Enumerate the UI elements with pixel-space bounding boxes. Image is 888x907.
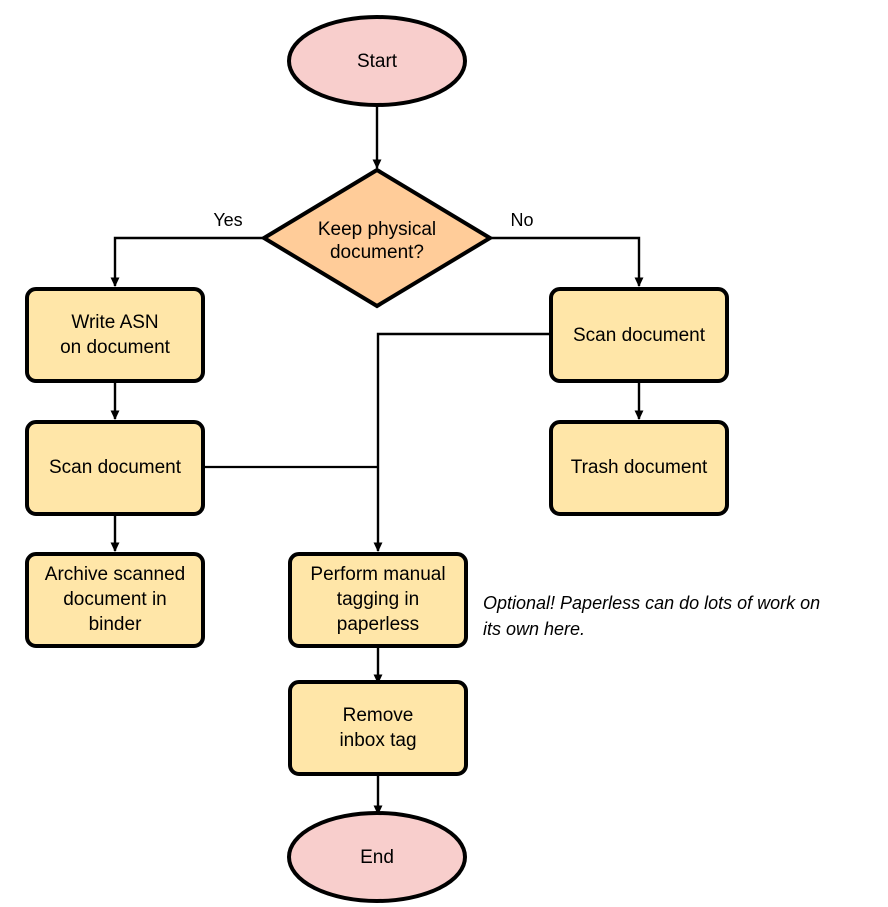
node-end[interactable]: End	[287, 811, 467, 903]
node-start[interactable]: Start	[287, 15, 467, 107]
edge-decision-no-to-scan-right	[489, 236, 644, 287]
start-ellipse	[287, 15, 467, 107]
scan-left-box	[25, 420, 205, 516]
end-ellipse	[287, 811, 467, 903]
optional-note-line2: its own here.	[483, 619, 585, 639]
tagging-label-line1: Perform manual	[310, 564, 445, 585]
decision-diamond	[260, 167, 494, 309]
end-label: End	[360, 847, 394, 868]
archive-label-line2: document in	[63, 589, 167, 610]
start-label: Start	[357, 51, 398, 72]
archive-label-line1: Archive scanned	[45, 564, 185, 585]
trash-label: Trash document	[571, 457, 708, 478]
archive-box	[25, 552, 205, 648]
edge-decision-yes-to-write-asn	[110, 236, 265, 287]
annotation-optional-note: Optional! Paperless can do lots of work …	[483, 593, 820, 639]
write-asn-label-line2: on document	[60, 337, 171, 358]
remove-inbox-box	[288, 680, 468, 776]
edge-scan-right-to-tagging	[373, 332, 552, 552]
tagging-box	[288, 552, 468, 648]
node-perform-manual-tagging[interactable]: Perform manual tagging in paperless	[288, 552, 468, 648]
write-asn-box	[25, 287, 205, 383]
node-remove-inbox-tag[interactable]: Remove inbox tag	[288, 680, 468, 776]
decision-label-line1: Keep physical	[318, 219, 436, 240]
node-scan-document-right[interactable]: Scan document	[549, 287, 729, 383]
scan-right-label: Scan document	[573, 325, 706, 346]
node-scan-document-left[interactable]: Scan document	[25, 420, 205, 516]
trash-box	[549, 420, 729, 516]
node-decision-keep-physical-document[interactable]: Keep physical document?	[260, 167, 494, 309]
edge-label-no: No	[510, 210, 533, 230]
write-asn-label-line1: Write ASN	[71, 312, 158, 333]
tagging-label-line2: tagging in	[337, 589, 419, 610]
edge-label-yes: Yes	[213, 210, 242, 230]
scan-right-box	[549, 287, 729, 383]
remove-inbox-label-line1: Remove	[343, 705, 414, 726]
node-trash-document[interactable]: Trash document	[549, 420, 729, 516]
scan-left-label: Scan document	[49, 457, 182, 478]
decision-label-line2: document?	[330, 242, 424, 263]
node-archive-scanned-document[interactable]: Archive scanned document in binder	[25, 552, 205, 648]
optional-note-line1: Optional! Paperless can do lots of work …	[483, 593, 820, 613]
archive-label-line3: binder	[89, 614, 142, 635]
node-write-asn-on-document[interactable]: Write ASN on document	[25, 287, 205, 383]
tagging-label-line3: paperless	[337, 614, 419, 635]
remove-inbox-label-line2: inbox tag	[339, 730, 416, 751]
